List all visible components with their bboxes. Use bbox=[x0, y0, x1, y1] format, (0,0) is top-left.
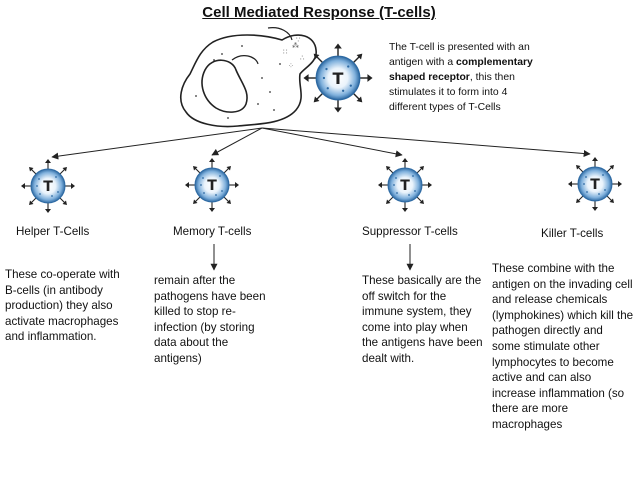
branch-arrows bbox=[51, 127, 591, 160]
svg-text:⁘: ⁘ bbox=[288, 62, 294, 70]
intro-text-end: , this then stimulates it to form into 4… bbox=[389, 72, 515, 113]
presented-t-cell: T bbox=[302, 42, 374, 114]
presented-t-cell-letter: T bbox=[333, 69, 344, 88]
suppressor-t-cell-letter: T bbox=[400, 178, 410, 194]
helper-t-cells-label: Helper T-Cells bbox=[16, 225, 90, 238]
intro-text-bold: complementary shaped receptor bbox=[389, 57, 533, 83]
description-arrows bbox=[210, 244, 414, 271]
suppressor-t-cells-description: These basically are the off switch for t… bbox=[362, 274, 483, 365]
svg-text:∷: ∷ bbox=[283, 48, 287, 56]
intro-text: The T-cell is presented with an antigen … bbox=[389, 40, 539, 115]
helper-t-cell-icon: T bbox=[20, 158, 76, 214]
memory-t-cells-description: remain after the pathogens have been kil… bbox=[154, 274, 266, 365]
macrophage-cell: ∷ ⁂∴ ⁘ ∵ bbox=[179, 27, 317, 128]
killer-t-cell-icon: T bbox=[567, 156, 623, 212]
svg-text:⁂: ⁂ bbox=[292, 42, 299, 50]
intro-text-start: The T-cell is presented with an antigen … bbox=[389, 42, 530, 68]
memory-t-cell-icon: T bbox=[184, 157, 240, 213]
killer-t-cell-letter: T bbox=[590, 177, 600, 193]
helper-t-cell-letter: T bbox=[43, 179, 53, 195]
suppressor-t-cell-icon: T bbox=[377, 157, 433, 213]
killer-t-cells-description: These combine with the antigen on the in… bbox=[492, 262, 634, 431]
killer-t-cells-label: Killer T-cells bbox=[541, 227, 604, 240]
suppressor-t-cells-label: Suppressor T-cells bbox=[362, 225, 458, 238]
memory-t-cells-label: Memory T-cells bbox=[173, 225, 252, 238]
svg-text:∵: ∵ bbox=[296, 36, 301, 44]
helper-t-cells-description: These co-operate with B-cells (in antibo… bbox=[5, 268, 120, 344]
svg-text:∴: ∴ bbox=[300, 54, 305, 62]
memory-t-cell-letter: T bbox=[207, 178, 217, 194]
diagram-title: Cell Mediated Response (T-cells) bbox=[202, 4, 436, 21]
